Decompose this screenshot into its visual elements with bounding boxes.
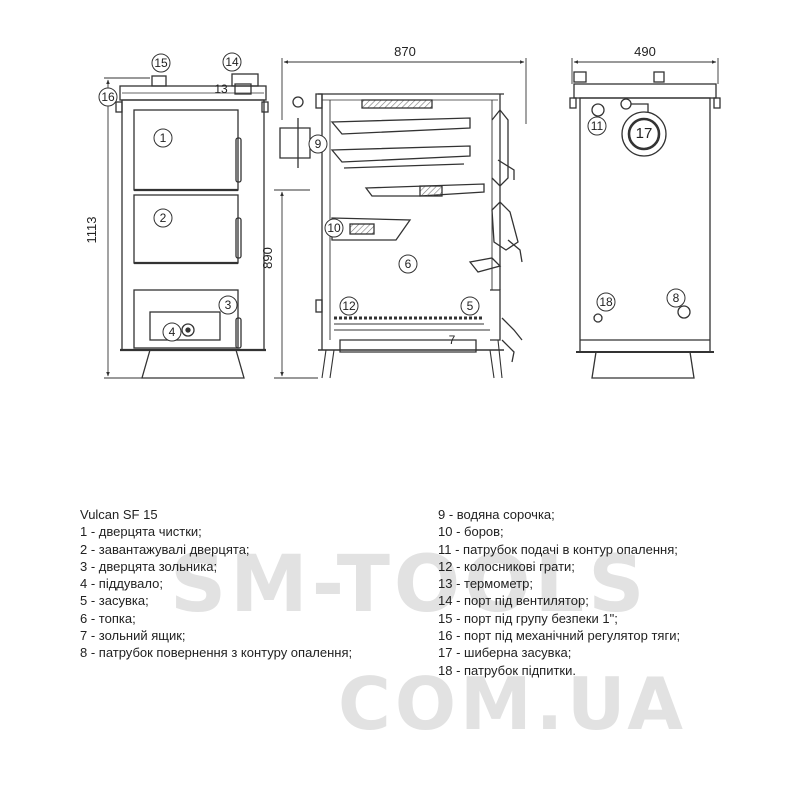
callout-bubble-14 [222,52,242,72]
door-cleaning-handle [235,137,242,183]
legend-item: 6 - топка; [80,610,136,626]
baffle-1 [330,117,471,135]
callout-label-11: 11 [591,119,604,133]
dimension-width [281,58,527,124]
callout-label-16: 16 [101,90,115,104]
air-inlet-damper [149,311,221,341]
legend-item: 3 - дверцята зольника; [80,558,218,574]
callout-label-4: 4 [169,325,176,339]
legend-item: 10 - боров; [438,524,504,540]
front-lug-right [261,101,269,113]
dimension-body-height-label: 890 [260,247,275,269]
callout-label-13: 13 [214,82,228,96]
legend-item: 15 - порт під групу безпеки 1"; [438,610,618,626]
rear-base [591,351,695,379]
callout-bubble-11 [587,116,607,136]
callout-bubble-16 [98,87,118,107]
port-fan [231,73,259,87]
callout-label-9: 9 [315,137,322,151]
callout-bubble-8 [666,288,686,308]
rear-top-cover [573,83,717,99]
baffle-2 [330,145,471,163]
shelf [364,183,485,197]
flue-pipe [279,127,311,159]
ash-box [339,339,477,353]
return-pipe [677,305,691,319]
dimension-depth [571,58,719,84]
damper-handle [292,96,304,108]
legend-left: Vulcan SF 15 1 - дверцята чистки; 2 - за… [80,506,352,662]
callout-bubble-10 [324,218,344,238]
rear-view [569,71,721,379]
side-section-view [279,93,523,379]
legend-title: Vulcan SF 15 [80,507,158,522]
door-cleaning [133,109,239,191]
damper-plate [468,257,502,273]
legend-item: 7 - зольний ящик; [80,628,186,644]
dimension-width-label: 870 [394,44,416,59]
legend-item: 8 - патрубок повернення з контуру опален… [80,645,353,661]
callout-label-8: 8 [673,291,680,305]
dimension-height-label: 1113 [84,217,99,244]
dimension-depth-label: 490 [634,44,656,59]
callout-bubble-2 [153,208,173,228]
supply-pipe [591,103,605,117]
callout-bubble-4 [162,322,182,342]
callout-label-17: 17 [636,125,653,142]
legend-item: 4 - піддувало; [80,576,163,592]
flue-damper-outer [621,111,667,157]
door-loading [133,194,239,264]
flue-damper [627,117,661,151]
callout-label-18: 18 [599,295,613,309]
callout-bubble-1 [153,128,173,148]
door-ash [133,289,239,349]
callout-label-2: 2 [160,211,167,225]
legend-item: 9 - водяна сорочка; [438,507,555,522]
callout-bubble-18 [596,292,616,312]
door-loading-handle [235,217,242,259]
callout-label-5: 5 [467,299,474,313]
callout-bubble-9 [308,134,328,154]
legend-item: 16 - порт під механічний регулятор тяги; [438,628,681,644]
legend-item: 13 - термометр; [438,576,533,592]
callout-label-7: 7 [449,333,456,347]
thermometer [234,83,252,95]
legend-item: 5 - засувка; [80,593,149,609]
callout-label-15: 15 [154,56,168,70]
top-insulation [361,99,433,109]
callout-bubble-12 [339,296,359,316]
legend-item: 11 - патрубок подачі в контур опалення; [438,541,678,557]
callout-label-3: 3 [225,298,232,312]
callout-bubble-5 [460,296,480,316]
legend-item: 12 - колосникові грати; [438,558,575,574]
legend-item: 14 - порт під вентилятор; [438,593,589,609]
dimension-body-height [274,189,318,379]
makeup-pipe [593,313,603,323]
front-base [141,349,245,379]
port-safety-group [151,75,167,87]
callout-bubble-15 [151,53,171,73]
front-lug-left [115,101,123,113]
legend-item: 1 - дверцята чистки; [80,524,202,540]
callout-label-10: 10 [327,221,341,235]
side-door-1 [491,108,509,187]
legend-item: 17 - шиберна засувка; [438,645,572,661]
side-door-2 [491,201,519,251]
legend-right: 9 - водяна сорочка; 10 - боров; 11 - пат… [438,506,680,679]
watermark-line-1: SM-TOOLS [170,540,649,630]
legend-item: 18 - патрубок підпитки. [438,662,576,678]
dimension-height [104,77,150,379]
callout-label-6: 6 [405,257,412,271]
callout-label-12: 12 [342,299,356,313]
callout-bubble-6 [398,254,418,274]
legend-item: 2 - завантажувалі дверцята; [80,541,250,557]
callout-bubble-3 [218,295,238,315]
watermark-line-2: COM.UA [338,662,688,746]
callout-label-1: 1 [160,131,167,145]
air-inlet-knob [181,323,195,337]
callout-label-14: 14 [225,55,239,69]
front-view [115,73,269,379]
